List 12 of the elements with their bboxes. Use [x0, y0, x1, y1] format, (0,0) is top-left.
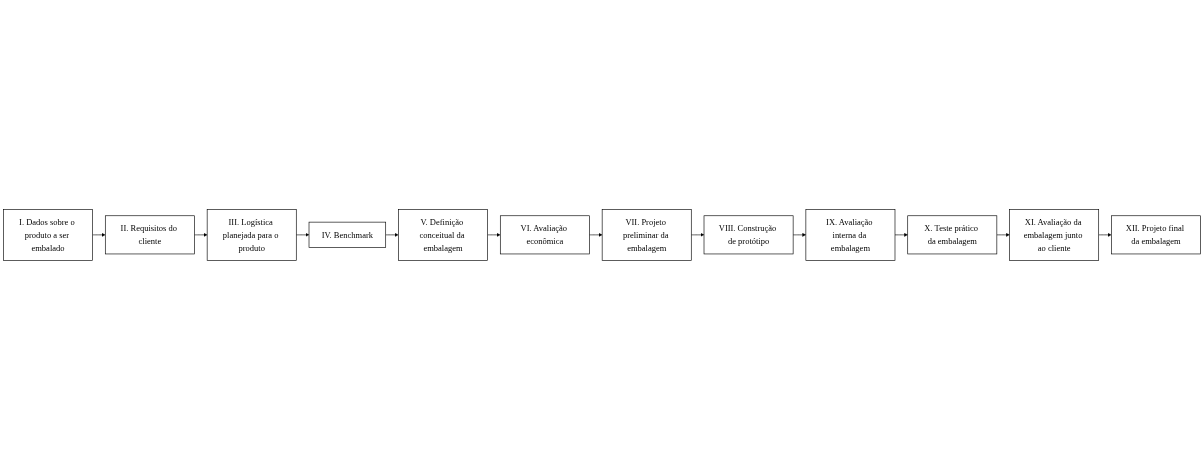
node-box: VII. Projeto preliminar da embalagem [601, 209, 692, 261]
node-box: IV. Benchmark [308, 221, 387, 249]
node-box: V. Definição conceitual da embalagem [398, 209, 488, 261]
node-box: VIII. Construção de protótipo [703, 215, 794, 255]
node-box: III. Logística planejada para o produto [206, 209, 297, 261]
node-box: I. Dados sobre o produto a ser embalado [3, 209, 93, 261]
node-box: II. Requisitos do cliente [105, 215, 195, 255]
node-box: IX. Avaliação interna da embalagem [805, 209, 896, 261]
node-box: XII. Projeto final da embalagem [1111, 215, 1201, 255]
node-box: X. Teste prático da embalagem [907, 215, 998, 255]
node-box: VI. Avaliação econômica [500, 215, 590, 255]
node-box: XI. Avaliação da embalagem junto ao cliente [1009, 209, 1099, 261]
